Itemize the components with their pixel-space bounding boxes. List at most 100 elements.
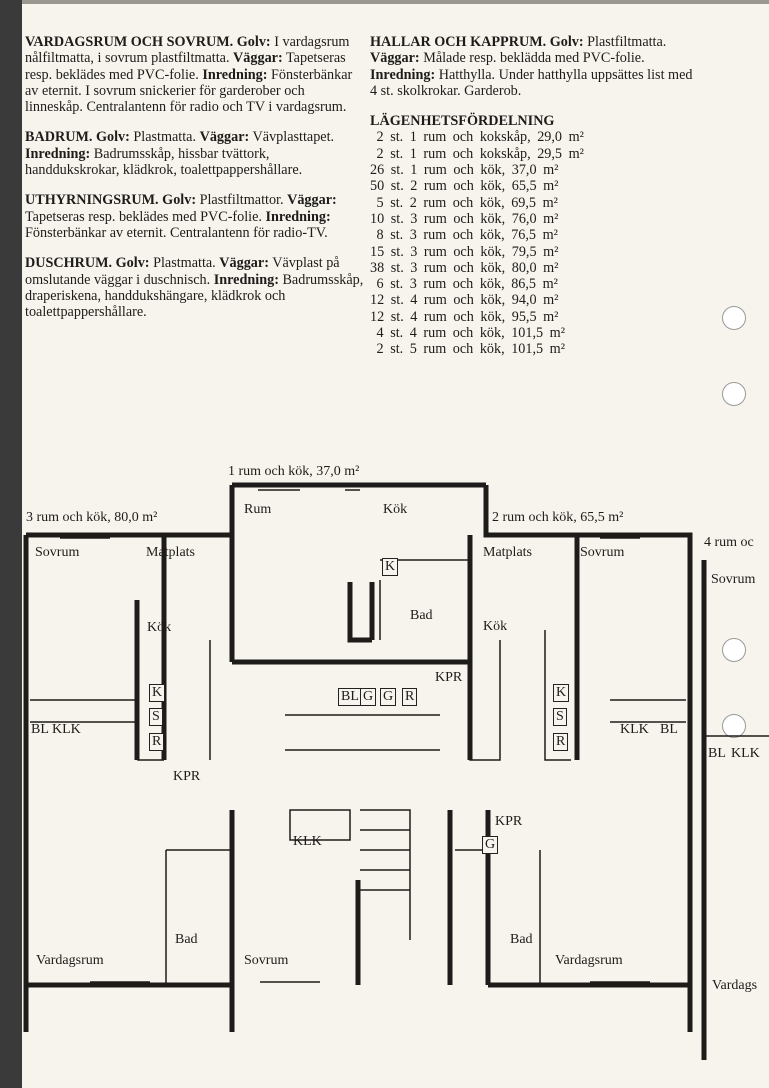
distribution-list: 2 st. 1 rum och kokskåp, 29,0 m² 2 st. 1… [370, 129, 700, 357]
text: I vardagsrum nålfiltmatta, i sovrum plas… [25, 34, 350, 67]
label: Golv: [236, 34, 271, 50]
room-label: KLK [52, 722, 81, 737]
text: Tapetseras resp. beklädes med PVC-folie. [25, 208, 262, 225]
room-label: KLK [293, 834, 322, 849]
punch-hole [722, 306, 746, 330]
page-border [22, 0, 769, 4]
room-label: S [553, 708, 567, 726]
room-label: KPR [173, 769, 201, 784]
room-label: KPR [435, 670, 463, 685]
room-label: Vardags [712, 978, 758, 993]
section-title: HALLAR OCH KAPPRUM. [370, 34, 547, 50]
room-label: Vardagsrum [555, 953, 623, 968]
text: Målade resp. beklädda med PVC-folie. [423, 50, 645, 67]
section-title: UTHYRNINGSRUM. [25, 192, 159, 209]
room-label: Sovrum [244, 953, 289, 968]
distribution-row: 2 st. 1 rum och kokskåp, 29,0 m² [370, 129, 584, 146]
label: Inredning: [202, 66, 268, 83]
distribution-row: 12 st. 4 rum och kök, 94,0 m² [370, 292, 559, 309]
scan-edge [0, 0, 22, 1088]
text: Badrumsskåp, hissbar tvättork, handduksk… [25, 145, 303, 179]
label: Inredning: [213, 271, 279, 288]
text: Hatthylla. Under hatthylla uppsättes lis… [370, 66, 693, 99]
distribution-row: 2 st. 5 rum och kök, 101,5 m² [370, 341, 565, 358]
label: Väggar: [199, 129, 250, 146]
room-label: BL [31, 722, 49, 737]
room-label: KLK [620, 722, 649, 737]
section-hallar: HALLAR OCH KAPPRUM. Golv: Plastfiltmatta… [370, 34, 700, 99]
apartment-label-right: 2 rum och kök, 65,5 m² [492, 510, 624, 525]
text: Plastmatta. [133, 129, 197, 146]
room-label: Sovrum [580, 545, 625, 560]
room-label: G [380, 688, 397, 706]
room-label: Bad [510, 932, 533, 947]
room-label: G [482, 836, 499, 854]
room-label: G [360, 688, 377, 706]
label: Väggar: [233, 50, 283, 67]
label: Väggar: [219, 255, 269, 272]
label: Golv: [162, 192, 197, 209]
room-label: Matplats [146, 545, 195, 560]
text: Tapetseras resp. beklädes med PVC-folie. [25, 50, 346, 83]
room-label: Kök [383, 502, 408, 517]
label: Golv: [115, 255, 150, 272]
room-label: KLK [731, 746, 760, 761]
distribution-row: 38 st. 3 rum och kök, 80,0 m² [370, 259, 559, 276]
section-duschrum: DUSCHRUM. Golv: Plastmatta. Väggar: Vävp… [25, 255, 365, 320]
section-title: VARDAGSRUM OCH SOVRUM. [25, 34, 234, 50]
text: Fönsterbänkar av eternit. Centralantenn … [25, 224, 328, 241]
room-label: K [382, 558, 399, 576]
punch-hole [722, 714, 746, 738]
room-label: Kök [483, 619, 508, 634]
punch-hole [722, 638, 746, 662]
room-label: K [149, 684, 166, 702]
right-text-column: HALLAR OCH KAPPRUM. Golv: Plastfiltmatta… [370, 34, 700, 358]
distribution-row: 50 st. 2 rum och kök, 65,5 m² [370, 178, 559, 195]
section-title: BADRUM. [25, 129, 93, 146]
room-label: Bad [175, 932, 198, 947]
distribution-row: 2 st. 1 rum och kokskåp, 29,5 m² [370, 145, 584, 162]
room-label: Sovrum [35, 545, 80, 560]
distribution-row: 6 st. 3 rum och kök, 86,5 m² [370, 276, 558, 293]
label: Väggar: [287, 192, 337, 209]
room-label: Matplats [483, 545, 532, 560]
room-label: K [553, 684, 570, 702]
label: Inredning: [265, 208, 331, 225]
section-vardagsrum: VARDAGSRUM OCH SOVRUM. Golv: I vardagsru… [25, 34, 365, 115]
room-label: Rum [244, 502, 272, 517]
room-label: R [553, 733, 569, 751]
apartment-label-far-right: 4 rum oc [704, 535, 754, 550]
punch-hole [722, 382, 746, 406]
room-label: BL [338, 688, 362, 706]
distribution-row: 15 st. 3 rum och kök, 79,5 m² [370, 243, 559, 260]
room-label: Kök [147, 620, 172, 635]
distribution-title: LÄGENHETSFÖRDELNING [370, 113, 555, 130]
distribution-row: 4 st. 4 rum och kök, 101,5 m² [370, 325, 565, 342]
text: Fönsterbänkar av eternit. I sovrum snick… [25, 66, 353, 116]
room-label: R [402, 688, 418, 706]
room-label: Bad [410, 608, 433, 623]
label: Väggar: [370, 50, 420, 67]
room-label: KPR [495, 814, 523, 829]
text: Badrumsskåp, draperiskena, handdukshänga… [25, 271, 364, 321]
room-label: Sovrum [711, 572, 756, 587]
label: Inredning: [370, 66, 436, 83]
section-badrum: BADRUM. Golv: Plastmatta. Väggar: Vävpla… [25, 129, 365, 178]
distribution-row: 12 st. 4 rum och kök, 95,5 m² [370, 308, 559, 325]
text: Vävplast på omslutande väggar i duschnis… [25, 255, 340, 288]
label: Golv: [549, 34, 584, 50]
room-label: BL [660, 722, 678, 737]
distribution-row: 8 st. 3 rum och kök, 76,5 m² [370, 227, 558, 244]
label: Inredning: [25, 145, 91, 162]
text: Vävplasttapet. [252, 129, 335, 146]
text: Plastmatta. [153, 255, 216, 272]
distribution-row: 10 st. 3 rum och kök, 76,0 m² [370, 210, 559, 227]
section-title: DUSCHRUM. [25, 255, 113, 272]
room-label: R [149, 733, 165, 751]
text: Plastfiltmattor. [199, 192, 284, 209]
distribution-row: 5 st. 2 rum och kök, 69,5 m² [370, 194, 558, 211]
apartment-label-center: 1 rum och kök, 37,0 m² [228, 464, 360, 479]
section-uthyrningsrum: UTHYRNINGSRUM. Golv: Plastfiltmattor. Vä… [25, 192, 365, 241]
label: Golv: [95, 129, 130, 146]
